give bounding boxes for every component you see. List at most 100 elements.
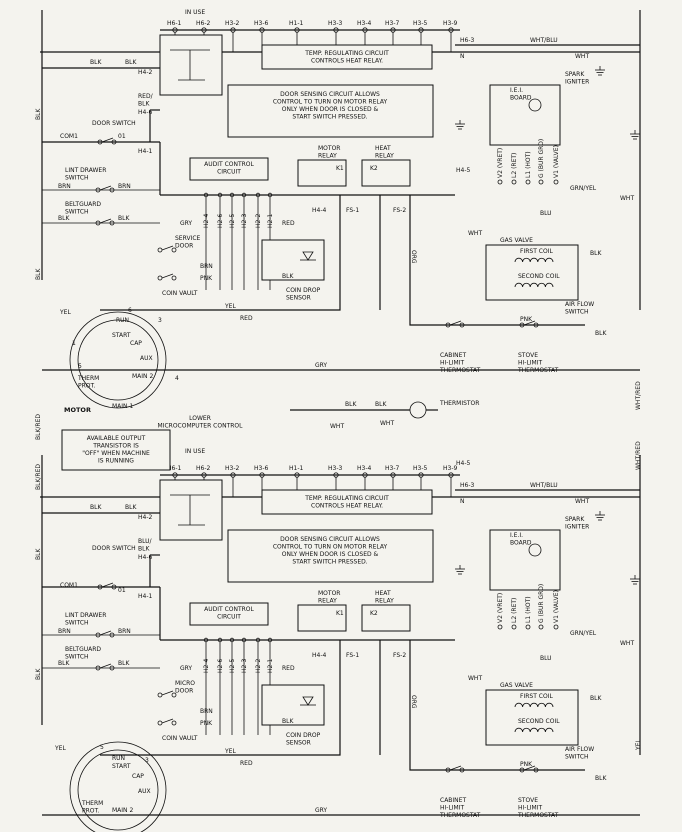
h2-pin	[217, 192, 223, 198]
lower-motor-winding	[77, 749, 159, 831]
header-pin-label: H3-5	[413, 20, 427, 27]
h2-pin-label: H2-4	[203, 214, 210, 228]
fs2-label: FS-2	[393, 207, 406, 214]
iei-board-box	[489, 529, 561, 591]
service-door-switch-contact	[171, 692, 177, 698]
h2-pin	[267, 637, 273, 643]
pin-h6-3: H6-3	[460, 482, 474, 489]
motor-aux-label: AUX	[140, 355, 153, 362]
blk-label: BLK	[125, 504, 137, 511]
motor-terminal-label: 5	[78, 363, 82, 370]
beltguard-switch-blade	[99, 663, 112, 669]
h2-pin-label: H2-5	[229, 659, 236, 673]
thermistor-icon	[409, 401, 427, 419]
motor-terminal-label: 3	[158, 317, 162, 324]
brn-label: BRN	[200, 708, 213, 715]
side-blk-label: BLK	[35, 268, 42, 280]
org-label: ORG	[410, 250, 417, 264]
wht-blu-label: WHT/BLU	[530, 482, 558, 489]
beltguard-switch-blade	[99, 218, 112, 224]
lint-switch-blade	[99, 630, 112, 636]
side-yel-label: YEL	[635, 739, 642, 751]
pin-n: N	[460, 53, 465, 60]
red-label: RED	[240, 315, 253, 322]
lower-motor-cap-label: CAP	[132, 773, 144, 780]
door-switch-contact	[111, 139, 117, 145]
temp-regulating-box	[261, 44, 433, 70]
o1-label: 01	[118, 133, 126, 140]
output-transistor-box	[159, 479, 223, 541]
motor-main2-label: MAIN 2	[132, 373, 153, 380]
board-pin	[511, 179, 517, 185]
o1-label: 01	[118, 587, 126, 594]
service-door-switch-contact	[157, 692, 163, 698]
red-label: RED	[282, 665, 295, 672]
org-wire	[409, 640, 585, 771]
k1-label: K1	[336, 165, 344, 172]
lower-motor-start-label: START	[112, 763, 131, 770]
pin-h4-4: H4-4	[312, 652, 326, 659]
board-pin-label: L2 (RET)	[511, 598, 518, 623]
board-pin	[538, 179, 544, 185]
brn-label: BRN	[58, 183, 71, 190]
header-pin-label: H3-9	[443, 465, 457, 472]
h2-pin	[229, 637, 235, 643]
coin-vault-label: COIN VAULT	[162, 290, 198, 297]
h2-pin	[241, 192, 247, 198]
header-pin-label: H3-7	[385, 465, 399, 472]
service-door-switch-contact	[171, 247, 177, 253]
brn-label: BRN	[58, 628, 71, 635]
wht-label: WHT	[575, 53, 589, 60]
h2-pin-label: H2-6	[217, 214, 224, 228]
motor-terminal-label: 1	[72, 340, 76, 347]
door-switch-label: DOOR SWITCH	[92, 120, 136, 127]
fs1-label: FS-1	[346, 652, 359, 659]
blk-label: BLK	[595, 775, 607, 782]
fs1-label: FS-1	[346, 207, 359, 214]
pin-h6-3: H6-3	[460, 37, 474, 44]
blu-label: BLU	[540, 210, 552, 217]
board-pin	[511, 624, 517, 630]
coin-vault-switch-contact	[171, 275, 177, 281]
stove-thermostat-blade	[523, 320, 536, 326]
pnk-label: PNK	[200, 275, 213, 282]
lower-in-use-label: IN USE	[185, 448, 205, 455]
first-coil-icon	[514, 702, 554, 708]
yel-label: YEL	[59, 309, 71, 316]
second-coil-icon	[514, 282, 554, 288]
coin-vault-switch-blade	[161, 273, 174, 279]
heat-relay	[361, 159, 411, 187]
header-pin-label: H3-6	[254, 465, 268, 472]
board-pin-label: G (BUR GRD)	[538, 139, 545, 178]
door-sensing-box	[227, 529, 434, 583]
lint-switch-contact	[109, 632, 115, 638]
output-transistor-box	[159, 34, 223, 96]
pin-h4-2: H4-2	[138, 514, 152, 521]
board-pin	[525, 179, 531, 185]
coin-vault-label: COIN VAULT	[162, 735, 198, 742]
header-pin-label: H3-6	[254, 20, 268, 27]
blk-label: BLK	[58, 215, 70, 222]
stove-thermostat-blade	[523, 765, 536, 771]
spark-igniter-icon	[528, 543, 542, 557]
wht-label: WHT	[620, 640, 634, 647]
pnk-label: PNK	[520, 316, 533, 323]
header-pin-label: H3-2	[225, 465, 239, 472]
brn-label: BRN	[118, 628, 131, 635]
